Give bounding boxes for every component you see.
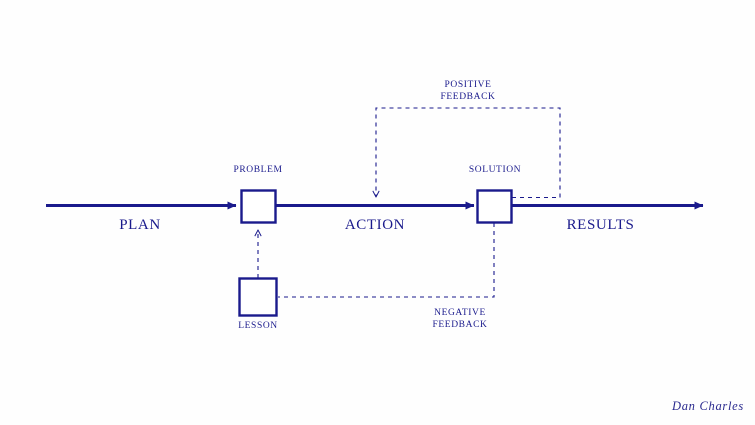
stage-label-results: RESULTS	[566, 217, 635, 233]
solution-node-label: SOLUTION	[468, 165, 522, 175]
stage-label-action: ACTION	[344, 217, 406, 233]
positive-feedback-path	[376, 107, 561, 199]
solution-node-box	[476, 189, 513, 224]
positive-feedback-label-line2: FEEDBACK	[440, 91, 496, 102]
negative-feedback-label-line1: NEGATIVE	[434, 308, 486, 318]
lesson-node-box	[238, 277, 278, 317]
negative-feedback-label-line2: FEEDBACK	[432, 319, 488, 330]
stage-label-plan: PLAN	[119, 217, 161, 233]
author-signature: Dan Charles	[672, 399, 744, 413]
negative-feedback-path	[278, 223, 495, 298]
positive-feedback-label-line1: POSITIVE	[444, 80, 492, 90]
lesson-node-label: LESSON	[238, 321, 278, 331]
positive-feedback-label: POSITIVE FEEDBACK	[413, 80, 523, 103]
problem-node-box	[240, 189, 277, 224]
negative-feedback-label: NEGATIVE FEEDBACK	[405, 308, 515, 331]
problem-node-label: PROBLEM	[233, 165, 283, 175]
